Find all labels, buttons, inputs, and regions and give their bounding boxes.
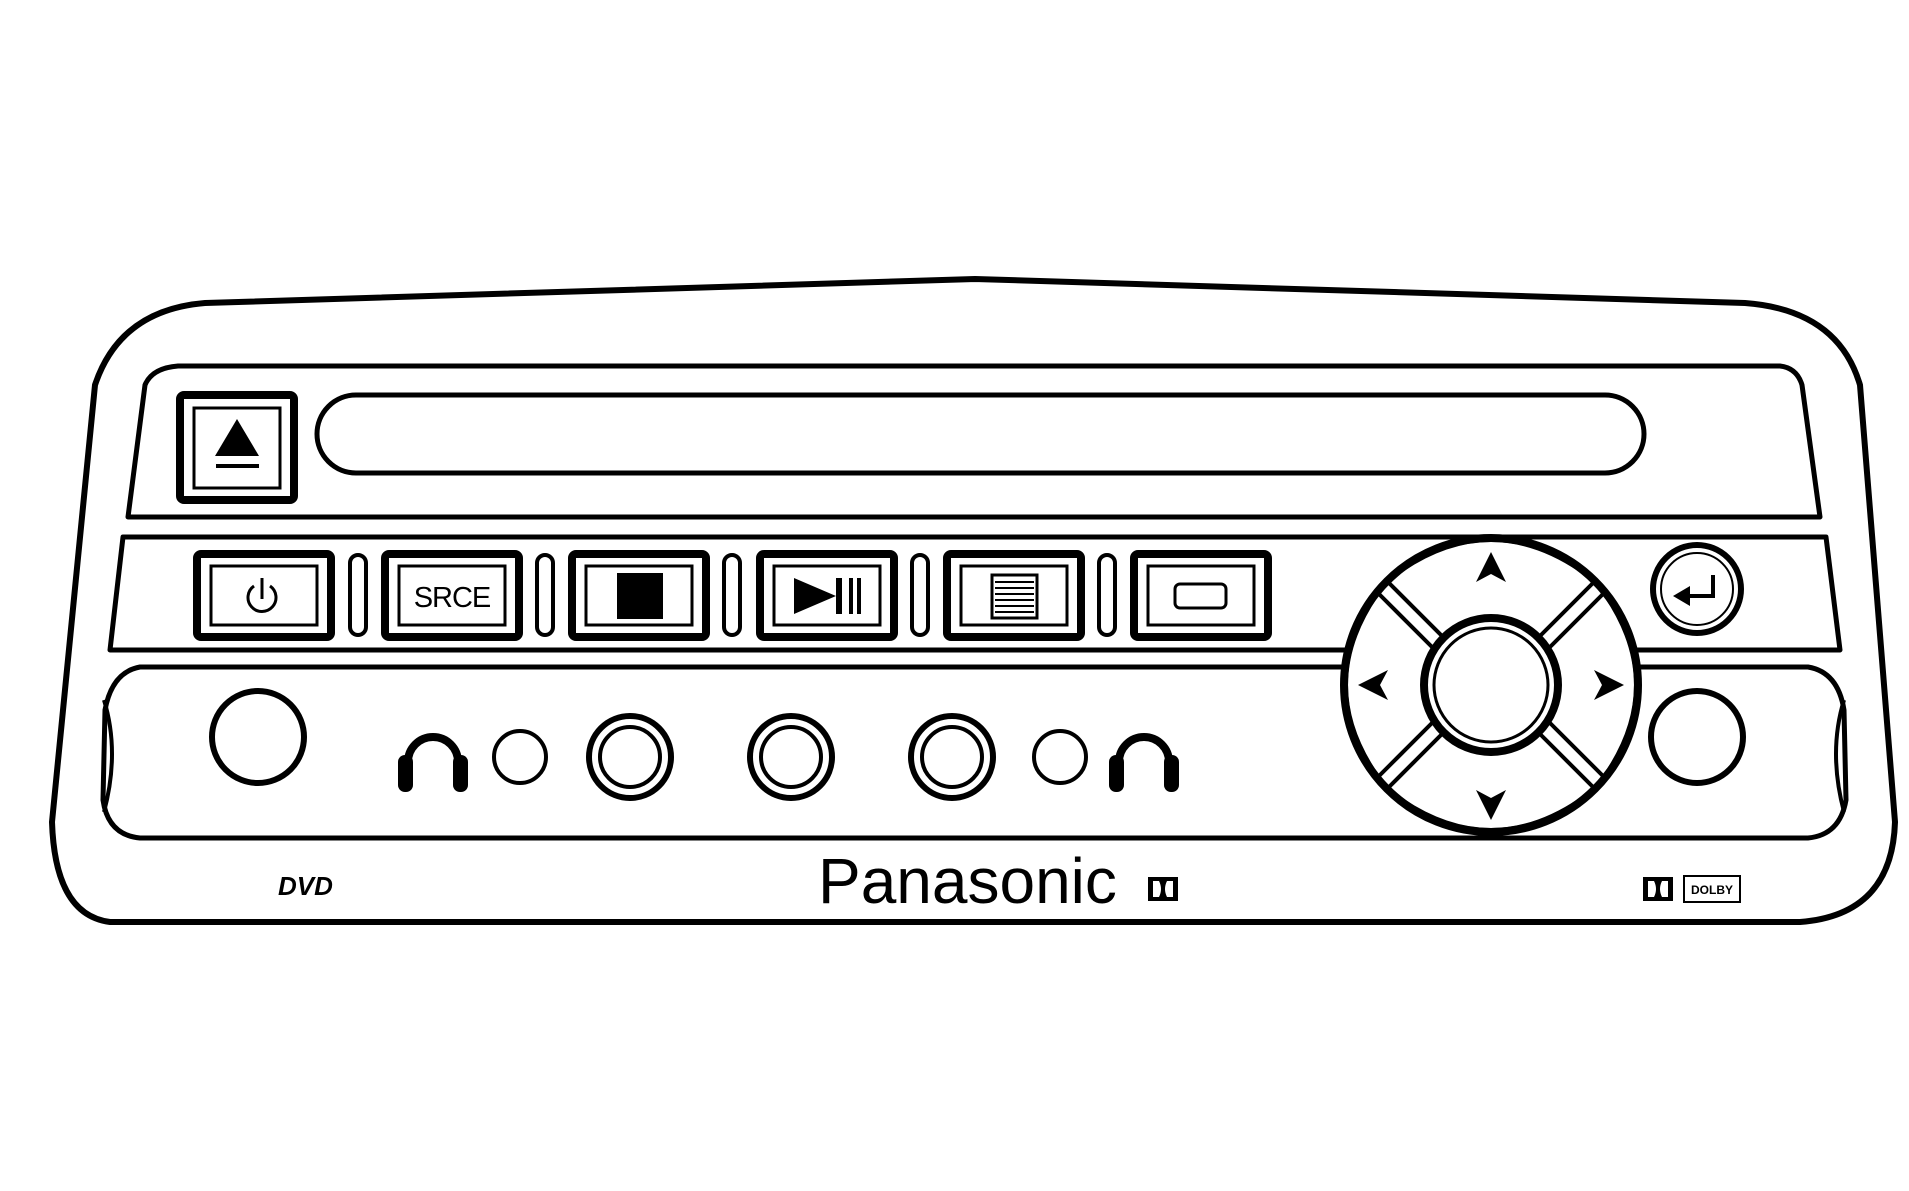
arrow-left-icon bbox=[1358, 670, 1388, 700]
eject-button[interactable] bbox=[176, 391, 298, 504]
housing-outline bbox=[49, 276, 1898, 925]
dolby-label: DOLBY bbox=[1691, 883, 1733, 897]
dolby-logo: DOLBY bbox=[1643, 875, 1741, 903]
left-indicator-led bbox=[492, 729, 548, 785]
audio-jack-center[interactable] bbox=[747, 713, 835, 801]
jack-panel-right-groove bbox=[1834, 699, 1846, 813]
power-button[interactable] bbox=[193, 550, 335, 641]
play-pause-button[interactable] bbox=[756, 550, 898, 641]
dpad bbox=[1340, 534, 1642, 836]
dvd-logo: DVD bbox=[278, 871, 333, 901]
audio-jack-left[interactable] bbox=[586, 713, 674, 801]
disc-panel bbox=[125, 363, 1823, 520]
display-rectangle-icon bbox=[1173, 582, 1228, 610]
stop-icon bbox=[617, 573, 663, 619]
button-separator bbox=[535, 553, 555, 637]
dolby-double-d-icon bbox=[1148, 877, 1178, 901]
dpad-down-button[interactable] bbox=[1400, 790, 1582, 832]
button-strip bbox=[107, 534, 1843, 653]
button-separator bbox=[348, 553, 368, 637]
button-separator bbox=[1097, 553, 1117, 637]
dpad-left-button[interactable] bbox=[1344, 594, 1388, 776]
select-center-icon bbox=[1432, 626, 1550, 744]
eject-icon bbox=[215, 419, 259, 468]
arrow-down-icon bbox=[1476, 790, 1506, 820]
button-separator bbox=[910, 553, 930, 637]
enter-arrow-icon bbox=[1673, 575, 1715, 606]
headphone-icon bbox=[1109, 733, 1179, 792]
left-volume-knob[interactable] bbox=[209, 688, 307, 786]
dpad-select-button[interactable] bbox=[1420, 614, 1562, 756]
arrow-right-icon bbox=[1594, 670, 1624, 700]
stop-button[interactable] bbox=[568, 550, 710, 641]
jack-panel-left-groove bbox=[102, 699, 114, 813]
power-icon bbox=[246, 578, 278, 613]
brand-logo: Panasonic bbox=[818, 845, 1117, 917]
display-button[interactable] bbox=[1130, 550, 1272, 641]
dpad-right-button[interactable] bbox=[1594, 594, 1638, 776]
play-pause-icon bbox=[794, 578, 861, 614]
menu-button[interactable] bbox=[943, 550, 1085, 641]
audio-jack-right[interactable] bbox=[908, 713, 996, 801]
enter-button[interactable] bbox=[1650, 542, 1744, 636]
arrow-up-icon bbox=[1476, 552, 1506, 582]
headphone-icon bbox=[398, 733, 468, 792]
menu-list-icon bbox=[990, 573, 1039, 620]
right-indicator-led bbox=[1032, 729, 1088, 785]
disc-slot[interactable] bbox=[314, 392, 1647, 476]
dolby-double-d-icon bbox=[1643, 877, 1673, 901]
right-volume-knob[interactable] bbox=[1648, 688, 1746, 786]
source-button-label: SRCE bbox=[414, 582, 491, 614]
button-separator bbox=[722, 553, 742, 637]
jack-panel bbox=[100, 664, 1849, 841]
source-button[interactable]: SRCE bbox=[381, 550, 523, 641]
dpad-up-button[interactable] bbox=[1400, 538, 1582, 582]
